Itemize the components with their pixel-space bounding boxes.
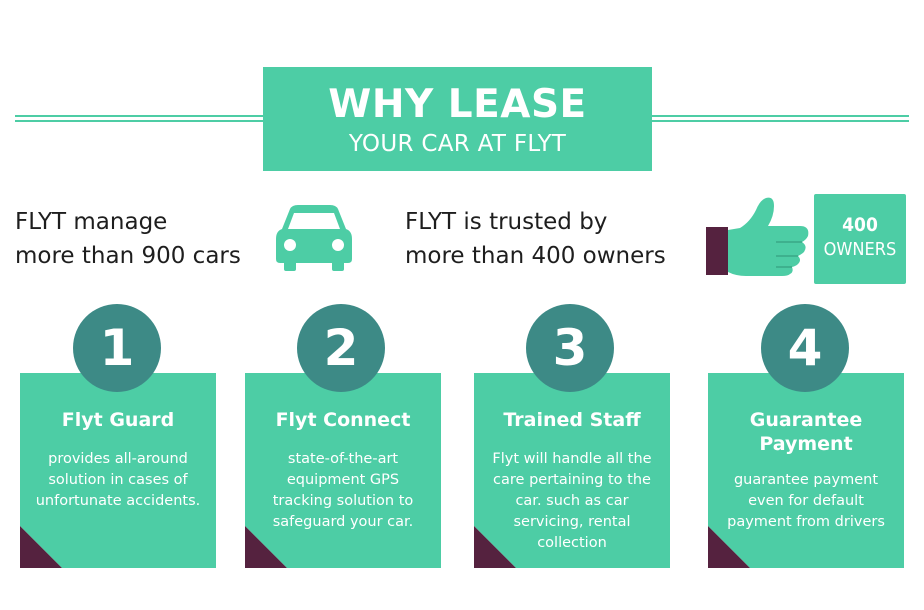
card-title: Trained Staff [503,409,641,431]
card-title: Guarantee Payment [714,408,898,456]
header-line-right-bottom [652,120,909,122]
card-description: provides all-around solution in cases of… [32,449,204,512]
stat-owners-line2: more than 400 owners [405,243,666,269]
card-description: Flyt will handle all the care pertaining… [486,449,658,554]
card-desc-line: care pertaining to the [493,472,651,488]
owners-badge-label: OWNERS [823,239,897,260]
step-number-4: 4 [761,304,849,392]
card-desc-line: car. such as car [515,493,629,509]
card-desc-line: even for default [748,493,864,509]
card-trained-staff: Trained Staff Flyt will handle all the c… [474,373,670,568]
thumbs-up-icon [706,197,809,276]
title-banner: WHY LEASE YOUR CAR AT FLYT [263,67,652,171]
card-desc-line: collection [537,535,607,551]
stat-cars-line2: more than 900 cars [15,243,241,269]
header-line-right-top [652,115,909,117]
card-desc-line: solution in cases of [48,472,188,488]
card-description: guarantee payment even for default payme… [720,470,892,533]
card-desc-line: safeguard your car. [272,514,414,530]
step-number-2: 2 [297,304,385,392]
card-flyt-connect: Flyt Connect state-of-the-art equipment … [245,373,441,568]
step-number-1: 1 [73,304,161,392]
card-description: state-of-the-art equipment GPS tracking … [257,449,429,533]
card-desc-line: equipment GPS [286,472,400,488]
stat-cars-line1: FLYT manage [15,209,168,235]
card-desc-line: payment from drivers [727,514,885,530]
card-desc-line: unfortunate accidents. [35,493,201,509]
card-title-line: Guarantee [749,409,863,431]
card-desc-line: guarantee payment [733,472,879,488]
car-icon [276,205,352,271]
card-fold [708,526,750,568]
header-line-left-top [15,115,263,117]
stat-cars: FLYT manage more than 900 cars [15,205,241,273]
card-desc-line: servicing, rental [513,514,631,530]
card-desc-line: Flyt will handle all the [492,451,652,467]
owners-badge-number: 400 [842,214,878,236]
card-title-line: Payment [759,433,853,455]
card-title: Flyt Connect [275,409,411,431]
card-desc-line: tracking solution to [272,493,414,509]
step-number-3: 3 [526,304,614,392]
card-fold [20,526,62,568]
header-line-left-bottom [15,120,263,122]
card-desc-line: state-of-the-art [287,451,399,467]
card-title: Flyt Guard [61,409,175,431]
page-subtitle: YOUR CAR AT FLYT [348,131,567,157]
card-flyt-guard: Flyt Guard provides all-around solution … [20,373,216,568]
page-title: WHY LEASE [328,82,587,127]
card-fold [245,526,287,568]
stat-owners-line1: FLYT is trusted by [405,209,608,235]
card-guarantee-payment: Guarantee Payment guarantee payment even… [708,373,904,568]
card-desc-line: provides all-around [48,451,188,467]
stat-owners: FLYT is trusted by more than 400 owners [405,205,666,273]
owners-badge: 400 OWNERS [814,194,906,284]
card-fold [474,526,516,568]
